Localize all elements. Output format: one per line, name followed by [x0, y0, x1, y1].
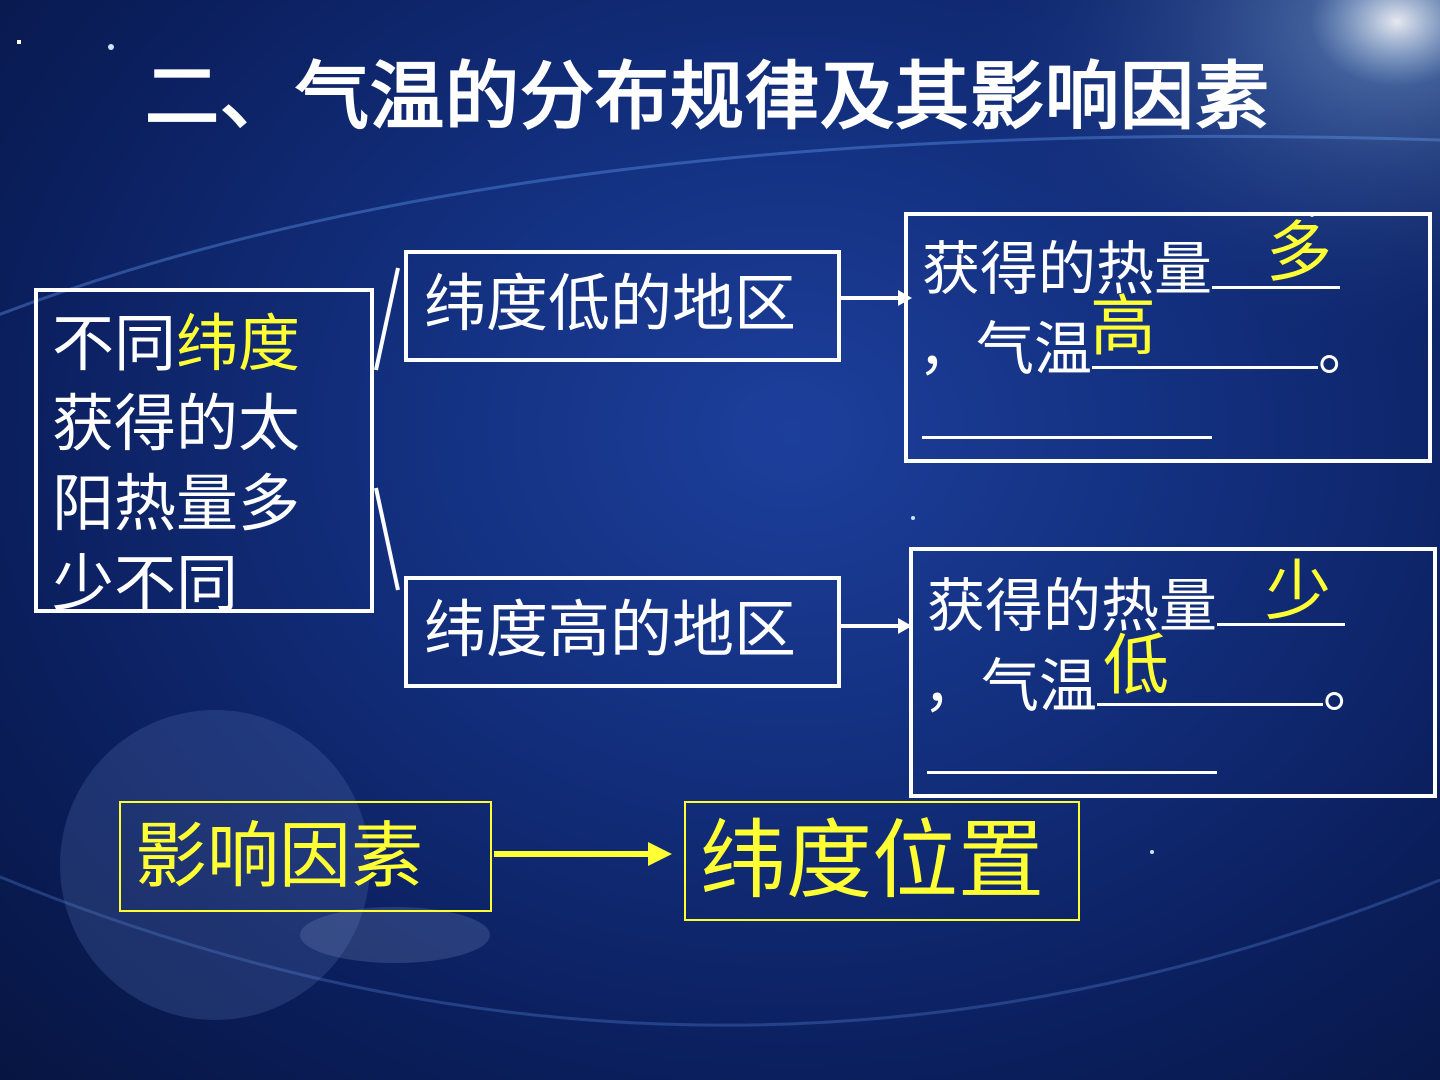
- result-high-temp-suffix: 。: [1323, 652, 1382, 720]
- cause-line-4: 少不同: [52, 547, 239, 620]
- astronaut-silhouette: [60, 710, 370, 1020]
- region-high-label: 纬度高的地区: [424, 593, 797, 666]
- corner-dot: [17, 40, 21, 44]
- result-high-heat-answer: 少: [1265, 553, 1331, 630]
- result-low-box: 获得的热量 ，气温 。 多 高: [904, 212, 1432, 463]
- result-low-temp-blank: [1092, 366, 1319, 369]
- result-high-heat-line: 获得的热量: [927, 572, 1346, 640]
- factor-label-box: 影响因素: [119, 801, 492, 912]
- factor-value: 纬度位置: [700, 811, 1044, 911]
- result-low-temp-line: ，气温 。: [918, 316, 1376, 382]
- cause-prefix: 不同: [52, 307, 177, 380]
- region-low-label: 纬度低的地区: [424, 267, 797, 340]
- arrow-high-head: [898, 618, 912, 634]
- result-high-heat-text: 获得的热量: [927, 572, 1218, 640]
- result-low-heat-line: 获得的热量: [922, 235, 1341, 303]
- region-high-latitude: 纬度高的地区: [404, 576, 841, 688]
- result-low-extra-line: [922, 376, 1212, 452]
- result-low-temp-suffix: 。: [1318, 315, 1377, 383]
- result-high-extra-blank: [927, 711, 1217, 774]
- slide-title: 二、气温的分布规律及其影响因素: [145, 54, 1270, 140]
- result-high-heat-blank: [1217, 623, 1346, 626]
- result-high-temp-line: ，气温 。: [923, 653, 1381, 719]
- result-high-temp-answer: 低: [1103, 627, 1169, 704]
- factor-arrow-head: [648, 842, 672, 866]
- cause-line-3: 阳热量多: [52, 467, 301, 540]
- cause-highlight: 纬度: [176, 307, 301, 380]
- branch-line-down: [374, 487, 400, 591]
- result-high-box: 获得的热量 ，气温 。 少 低: [909, 547, 1437, 798]
- cause-box: 不同纬度 获得的太 阳热量多 少不同: [34, 288, 374, 620]
- result-low-temp-answer: 高: [1090, 288, 1156, 365]
- factor-value-box: 纬度位置: [684, 801, 1080, 921]
- result-high-temp-blank: [1097, 703, 1324, 706]
- cause-line-1: 不同纬度: [52, 304, 356, 384]
- cause-line-2: 获得的太: [52, 387, 301, 460]
- result-high-temp-prefix: ，气温: [923, 652, 1098, 720]
- result-low-heat-answer: 多: [1266, 214, 1332, 291]
- result-low-temp-prefix: ，气温: [918, 315, 1093, 383]
- factor-label: 影响因素: [135, 814, 424, 898]
- result-low-extra-blank: [922, 376, 1212, 439]
- result-low-heat-text: 获得的热量: [922, 235, 1213, 303]
- result-high-extra-line: [927, 711, 1217, 787]
- branch-line-up: [374, 267, 400, 371]
- region-low-latitude: 纬度低的地区: [404, 250, 841, 362]
- result-low-heat-blank: [1212, 286, 1341, 289]
- spacecraft-silhouette: [300, 907, 490, 963]
